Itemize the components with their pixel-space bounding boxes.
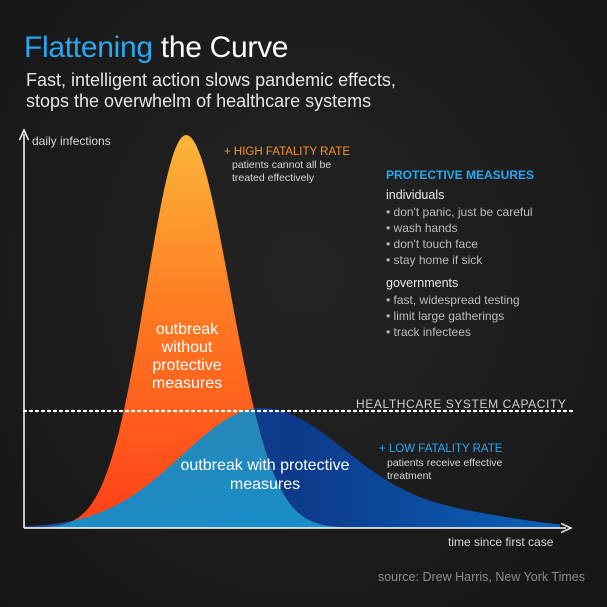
capacity-label: HEALTHCARE SYSTEM CAPACITY [356, 397, 567, 411]
low-fatality-subtitle: patients receive effective treatment [387, 457, 503, 482]
x-axis-arrow [560, 522, 573, 534]
curve-without-measures-label: outbreak without protective measures [151, 321, 223, 392]
group-governments-title: governments [386, 276, 459, 290]
source-credit: source: Drew Harris, New York Times [377, 570, 585, 584]
list-item: • don't panic, just be careful [386, 205, 533, 219]
list-item: • wash hands [386, 221, 458, 235]
list-item: • stay home if sick [386, 253, 483, 267]
subtitle-line-1: Fast, intelligent action slows pandemic … [26, 70, 396, 90]
list-item: • limit large gatherings [386, 309, 505, 323]
protective-measures-title: PROTECTIVE MEASURES [386, 168, 535, 182]
title-rest: the Curve [152, 31, 289, 64]
curve-with-measures-label: outbreak with protective measures [180, 457, 350, 493]
page-subtitle: Fast, intelligent action slows pandemic … [26, 70, 586, 112]
group-individuals-title: individuals [386, 188, 445, 202]
x-axis-label: time since first case [448, 535, 554, 549]
low-fatality-title: + LOW FATALITY RATE [379, 443, 503, 455]
page-title: Flattening the Curve [24, 30, 288, 66]
list-item: • fast, widespread testing [386, 293, 520, 307]
list-item: • don't touch face [386, 237, 478, 251]
high-fatality-title: + HIGH FATALITY RATE [224, 146, 350, 158]
curve-without-measures [24, 135, 560, 528]
y-axis-label: daily infections [32, 134, 111, 148]
y-axis-arrow [18, 128, 30, 141]
title-accent: Flattening [24, 31, 153, 64]
high-fatality-subtitle: patients cannot all be treated effective… [232, 159, 332, 184]
list-item: • track infectees [386, 325, 471, 339]
subtitle-line-2: stops the overwhelm of healthcare system… [26, 91, 372, 111]
